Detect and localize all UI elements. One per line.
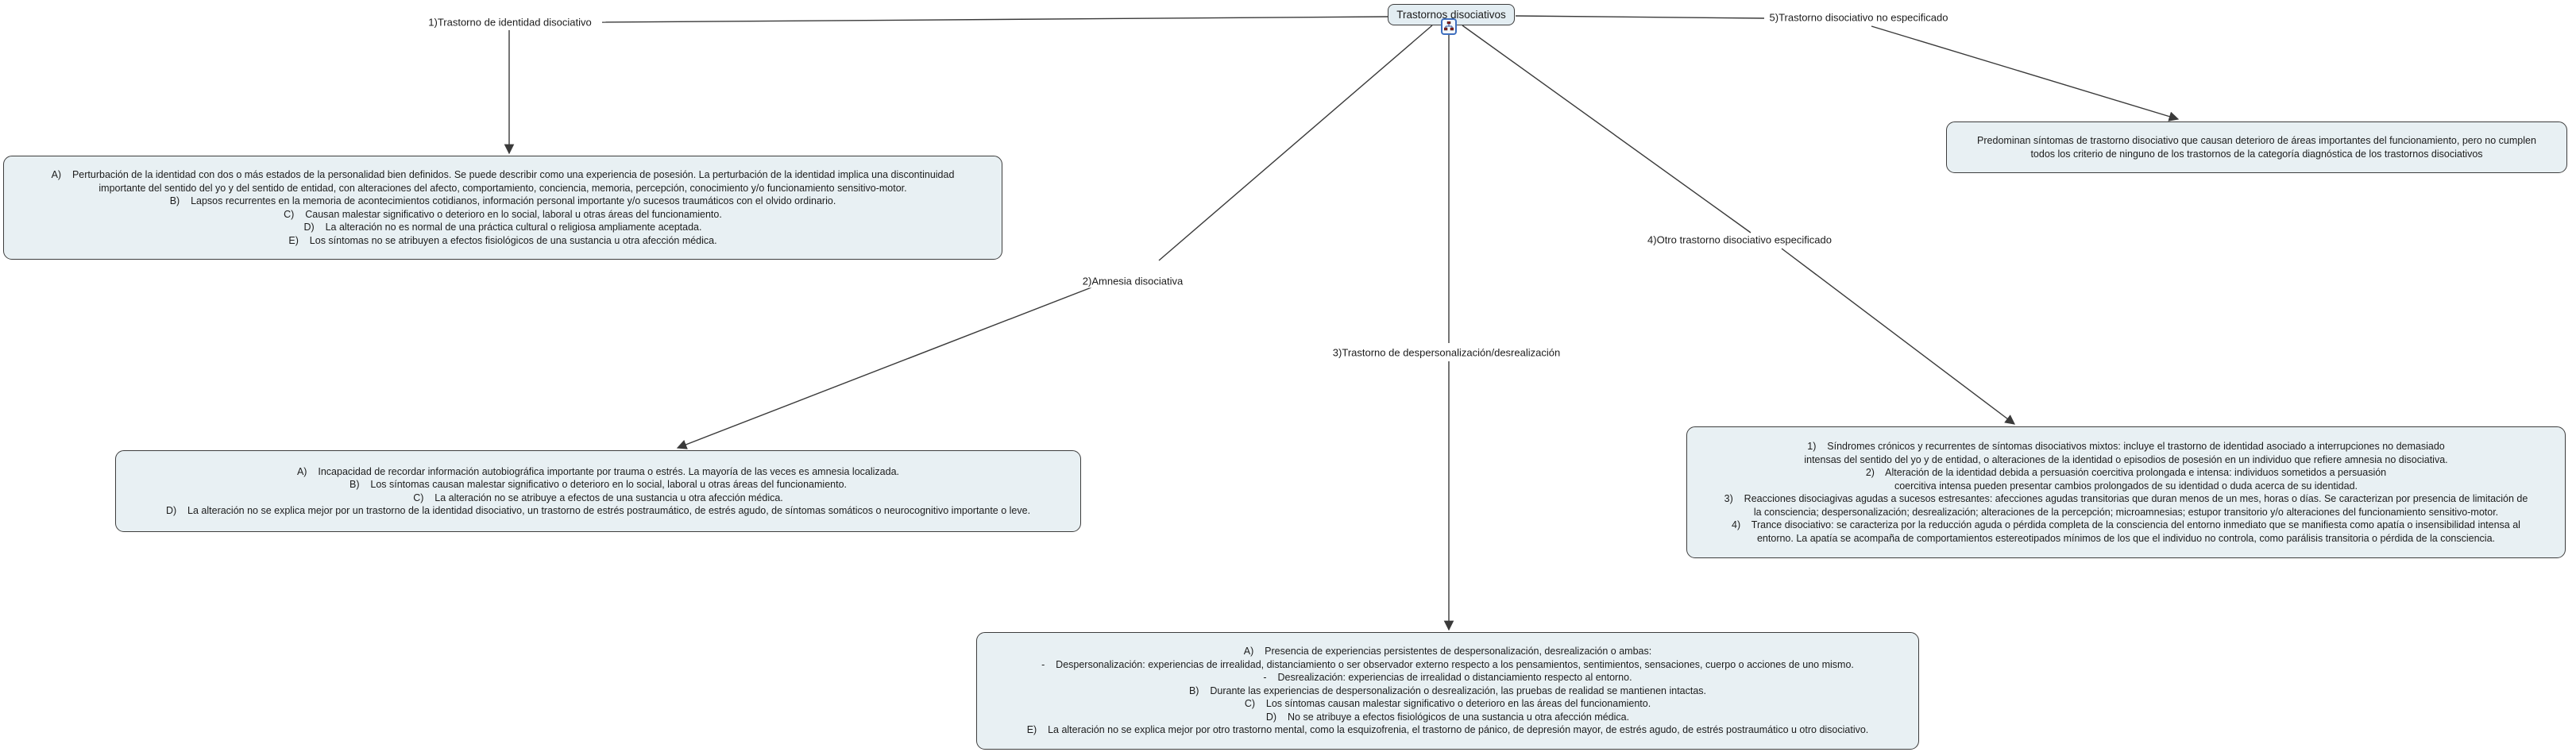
link-label-trastorno-identidad[interactable]: 1)Trastorno de identidad disociativo — [426, 15, 594, 29]
criteria-box-no-especificado[interactable]: Predominan síntomas de trastorno disocia… — [1946, 121, 2567, 173]
criteria-box-amnesia-disociativa[interactable]: A) Incapacidad de recordar información a… — [115, 450, 1081, 532]
criteria-line: B) Lapsos recurrentes en la memoria de a… — [169, 195, 836, 206]
criteria-line: la consciencia; despersonalización; desr… — [1753, 506, 2499, 518]
criteria-line: todos los criterio de ninguno de los tra… — [2030, 148, 2483, 160]
criteria-line: 3) Reacciones disociagivas agudas a suce… — [1724, 493, 2528, 504]
link-label-amnesia-disociativa[interactable]: 2)Amnesia disociativa — [1079, 274, 1186, 288]
criteria-line: 1) Síndromes crónicos y recurrentes de s… — [1807, 441, 2445, 452]
link-label-otro-especificado[interactable]: 4)Otro trastorno disociativo especificad… — [1645, 233, 1834, 247]
link-label-despersonalizacion[interactable]: 3)Trastorno de despersonalización/desrea… — [1330, 345, 1563, 360]
criteria-line: Predominan síntomas de trastorno disocia… — [1977, 135, 2536, 146]
criteria-line: D) No se atribuye a efectos fisiológicos… — [1265, 711, 1630, 723]
criteria-line: A) Incapacidad de recordar información a… — [296, 465, 900, 477]
criteria-line: B) Durante las experiencias de desperson… — [1188, 685, 1707, 696]
root-node-label: Trastornos disociativos — [1396, 9, 1506, 21]
criteria-line: importante del sentido del yo y del sent… — [98, 182, 907, 194]
criteria-box-trastorno-identidad[interactable]: A) Perturbación de la identidad con dos … — [3, 156, 1002, 260]
criteria-box-despersonalizacion[interactable]: A) Presencia de experiencias persistente… — [976, 632, 1919, 750]
link-label-no-especificado[interactable]: 5)Trastorno disociativo no especificado — [1767, 10, 1951, 25]
criteria-line: C) Causan malestar significativo o deter… — [284, 208, 722, 220]
criteria-line: entorno. La apatía se acompaña de compor… — [1756, 532, 2495, 544]
criteria-line: C) Los síntomas causan malestar signific… — [1244, 698, 1651, 710]
criteria-line: - Desrealización: experiencias de irreal… — [1263, 672, 1632, 684]
criteria-line: E) La alteración no se explica mejor por… — [1026, 724, 1869, 736]
tree-diagram-icon[interactable] — [1441, 18, 1457, 35]
criteria-line: D) La alteración no es normal de una prá… — [303, 222, 702, 233]
criteria-line: 4) Trance disociativo: se caracteriza po… — [1732, 519, 2520, 530]
tree-diagram-glyph — [1444, 21, 1454, 31]
criteria-line: coercitiva intensa pueden presentar camb… — [1894, 480, 2358, 492]
criteria-box-otro-especificado[interactable]: 1) Síndromes crónicos y recurrentes de s… — [1686, 426, 2566, 558]
criteria-line: - Despersonalización: experiencias de ir… — [1041, 658, 1854, 670]
criteria-line: A) Presencia de experiencias persistente… — [1243, 646, 1652, 658]
criteria-line: B) Los síntomas causan malestar signific… — [349, 479, 848, 490]
criteria-line: intensas del sentido del yo y de entidad… — [1804, 453, 2448, 465]
criteria-line: 2) Alteración de la identidad debida a p… — [1865, 467, 2387, 478]
criteria-line: E) Los síntomas no se atribuyen a efecto… — [288, 234, 717, 246]
criteria-line: A) Perturbación de la identidad con dos … — [51, 169, 955, 180]
criteria-line: D) La alteración no se explica mejor por… — [165, 505, 1031, 516]
criteria-line: C) La alteración no se atribuye a efecto… — [413, 492, 783, 503]
